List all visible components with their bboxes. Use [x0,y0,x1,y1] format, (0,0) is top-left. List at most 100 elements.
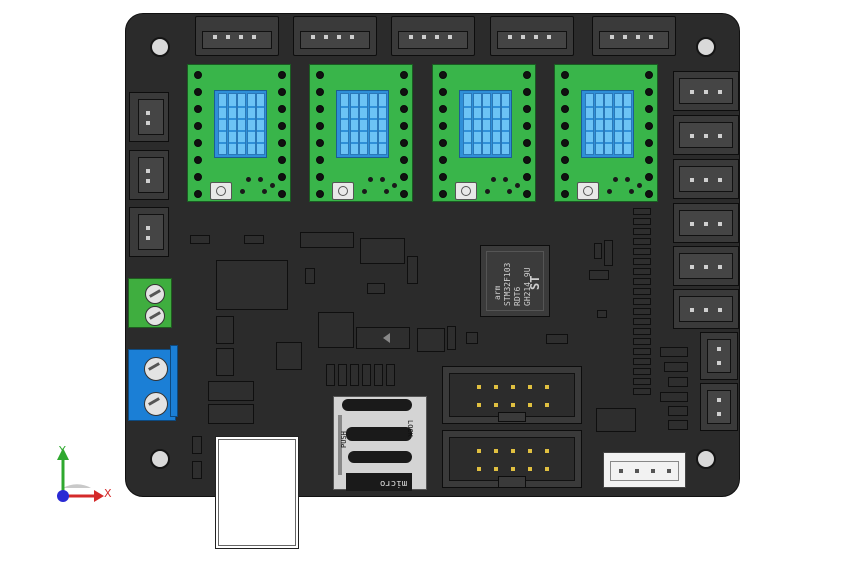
via [503,177,508,182]
smd-component [360,238,405,264]
header-pin [545,467,549,471]
driver-pin [400,88,408,96]
via [637,183,642,188]
header-pin [545,449,549,453]
header-pin [511,403,515,407]
stepper-driver-1 [187,64,291,202]
mcu-chip [480,245,550,317]
header-pin [477,385,481,389]
driver-pin [523,156,531,164]
potentiometer [455,182,477,200]
usb-connector [215,436,299,549]
via [625,177,630,182]
header-pin [528,467,532,471]
driver-pin [439,190,447,198]
driver-pin [645,88,653,96]
mounting-hole-bottom-left [150,449,170,469]
resistor [633,328,651,335]
header-pin [511,449,515,453]
axis-triad-icon [57,448,104,502]
header-pin [545,385,549,389]
motor-connector-2 [293,16,377,56]
driver-pin [278,122,286,130]
via [507,189,512,194]
diode-marker [383,333,390,343]
via [362,189,367,194]
thermistor-connector-1 [129,92,169,142]
driver-pin [278,190,286,198]
smd-component [546,334,568,344]
driver-pin [400,71,408,79]
driver-pin [194,122,202,130]
driver-pin [523,122,531,130]
mcu-logo: ST [528,275,542,290]
header-pin [494,467,498,471]
heatsink [336,90,389,158]
smd-component [660,392,688,402]
driver-pin [645,122,653,130]
mounting-hole-top-right [696,37,716,57]
header-pin [477,449,481,453]
heatsink [581,90,634,158]
header-pin [528,403,532,407]
stepper-driver-4 [554,64,658,202]
resistor [633,298,651,305]
via [270,183,275,188]
driver-pin [645,173,653,181]
driver-pin [194,190,202,198]
resistor [633,318,651,325]
driver-pin [400,139,408,147]
driver-pin [561,139,569,147]
smd-component [668,377,688,387]
driver-pin [561,88,569,96]
driver-pin [400,122,408,130]
smd-component [668,406,688,416]
via [258,177,263,182]
resistor [633,378,651,385]
smd-component [407,256,418,284]
smd-component [300,232,354,248]
header-pin [511,385,515,389]
via [392,183,397,188]
smd-component [216,316,234,344]
driver-pin [439,156,447,164]
driver-pin [316,139,324,147]
endstop-connector-1 [673,71,739,111]
stepper-driver-2 [309,64,413,202]
smd-component [216,348,234,376]
resistor [326,364,335,386]
header-pin [528,449,532,453]
resistor [633,308,651,315]
resistor [633,218,651,225]
sd-brand-label: micro [380,478,408,488]
smd-component [660,347,688,357]
fan-connector-2 [700,383,738,431]
resistor [633,358,651,365]
fan-connector-1 [700,332,738,380]
thermistor-connector-3 [129,207,169,257]
resistor [633,268,651,275]
via [607,189,612,194]
resistor [633,338,651,345]
smd-component [305,268,315,284]
header-pin [494,385,498,389]
driver-pin [316,122,324,130]
smd-component [417,328,445,352]
header-key [498,476,526,488]
resistor [338,364,347,386]
resistor-row [326,364,398,386]
driver-pin [316,190,324,198]
smd-component [589,270,609,280]
smd-component [668,420,688,430]
resistor [633,368,651,375]
motor-connector-3 [391,16,475,56]
endstop-connector-6 [673,289,739,329]
mcu-line-1: STM32F103 [503,262,512,306]
driver-pin [523,190,531,198]
driver-pin [316,88,324,96]
driver-pin [316,71,324,79]
mounting-hole-top-left [150,37,170,57]
resistor [633,238,651,245]
header-pin [528,385,532,389]
resistor [633,208,651,215]
